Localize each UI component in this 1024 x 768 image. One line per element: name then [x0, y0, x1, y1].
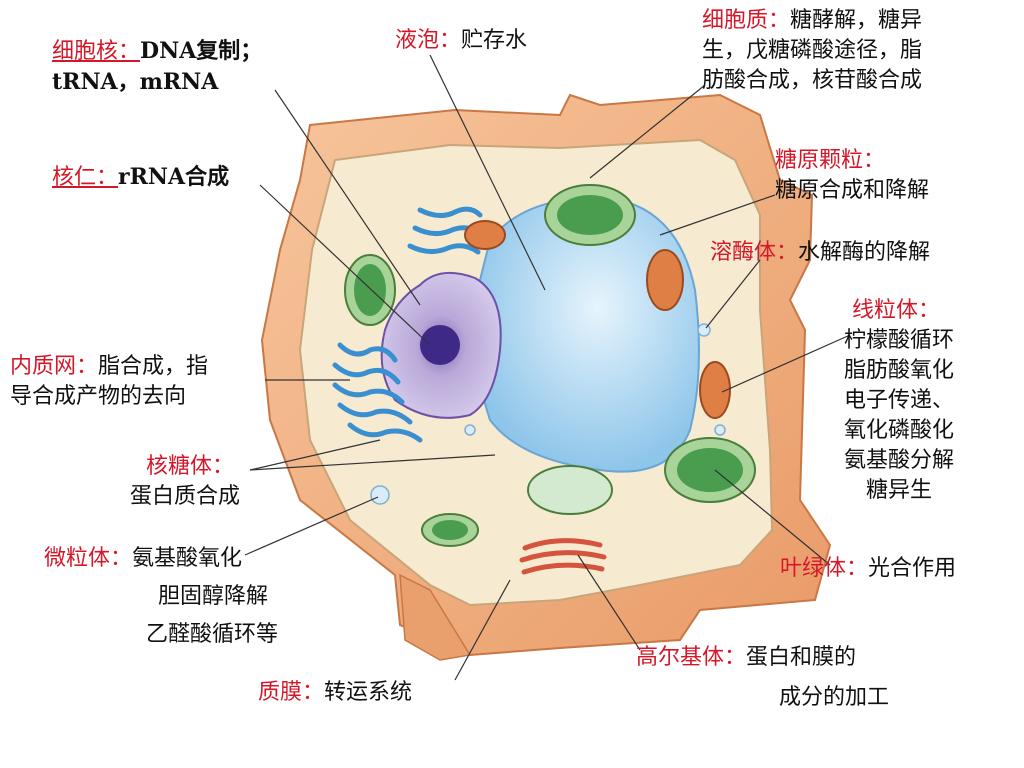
label-cytoplasm-line1: 糖酵解，糖异 — [790, 8, 923, 33]
label-nucleus-line2: tRNA，mRNA — [52, 69, 219, 95]
label-mitochondria-line: 糖异生 — [866, 478, 933, 503]
label-er-name: 内质网： — [10, 354, 99, 379]
label-chloroplast: 叶绿体：光合作用 — [780, 554, 956, 584]
label-mitochondria-name: 线粒体： — [852, 298, 941, 323]
label-nucleolus: 核仁：rRNA合成 — [52, 162, 229, 193]
label-glycogen-desc: 糖原合成和降解 — [775, 178, 930, 203]
label-ribosome-desc: 蛋白质合成 — [130, 484, 241, 509]
label-mitochondria-line: 脂肪酸氧化 — [844, 358, 955, 383]
label-vacuole: 液泡：贮存水 — [395, 26, 527, 56]
label-lysosome-name: 溶酶体： — [710, 240, 799, 265]
label-golgi-line1: 蛋白和膜的 — [746, 645, 857, 670]
label-cytoplasm-name: 细胞质： — [702, 8, 791, 33]
label-glycogen: 糖原颗粒： 糖原合成和降解 — [775, 146, 929, 206]
label-golgi-line2: 成分的加工 — [779, 685, 890, 710]
label-microbody-line: 乙醛酸循环等 — [146, 622, 279, 647]
label-nucleolus-name: 核仁： — [52, 165, 119, 190]
label-membrane: 质膜：转运系统 — [258, 678, 412, 708]
label-nucleus-line1: DNA复制； — [140, 38, 263, 64]
label-mitochondria-line: 柠檬酸循环 — [844, 328, 955, 353]
label-nucleus-name: 细胞核： — [52, 39, 141, 64]
label-vacuole-desc: 贮存水 — [461, 28, 528, 53]
label-nucleolus-desc: rRNA合成 — [118, 164, 230, 190]
label-er: 内质网：脂合成，指 导合成产物的去向 — [10, 352, 208, 412]
label-golgi-name: 高尔基体： — [636, 645, 747, 670]
label-nucleus: 细胞核：DNA复制； tRNA，mRNA — [52, 36, 262, 98]
label-golgi: 高尔基体：蛋白和膜的 成分的加工 — [636, 638, 889, 718]
nucleolus — [420, 325, 460, 365]
label-chloroplast-desc: 光合作用 — [868, 556, 957, 581]
label-chloroplast-name: 叶绿体： — [780, 556, 869, 581]
label-mitochondria: 线粒体： 柠檬酸循环 脂肪酸氧化 电子传递、 氧化磷酸化 氨基酸分解 糖异生 — [844, 296, 954, 506]
label-membrane-name: 质膜： — [258, 680, 325, 705]
label-vacuole-name: 液泡： — [395, 28, 462, 53]
mitochondria — [464, 220, 731, 419]
golgi-apparatus — [519, 538, 607, 575]
label-mitochondria-line: 电子传递、 — [844, 388, 955, 413]
label-cytoplasm-line2: 生，戊糖磷酸途径，脂 — [702, 38, 923, 63]
label-ribosome-name: 核糖体： — [146, 454, 235, 479]
label-ribosome: 核糖体： 蛋白质合成 — [130, 452, 240, 512]
label-lysosome-desc: 水解酶的降解 — [798, 240, 931, 265]
label-microbody-line: 氨基酸氧化 — [132, 546, 243, 571]
label-er-line2: 导合成产物的去向 — [10, 384, 187, 409]
label-lysosome: 溶酶体：水解酶的降解 — [710, 238, 930, 268]
label-membrane-desc: 转运系统 — [324, 680, 413, 705]
label-microbody-line: 胆固醇降解 — [158, 584, 269, 609]
pointer-lines — [244, 54, 851, 681]
label-cytoplasm-line3: 肪酸合成，核苷酸合成 — [702, 68, 923, 93]
label-mitochondria-line: 氨基酸分解 — [844, 448, 955, 473]
label-glycogen-name: 糖原颗粒： — [775, 148, 886, 173]
label-microbody-name: 微粒体： — [44, 546, 133, 571]
label-mitochondria-line: 氧化磷酸化 — [844, 418, 955, 443]
vesicles — [370, 323, 726, 505]
label-er-line1: 脂合成，指 — [98, 354, 209, 379]
label-microbody: 微粒体：氨基酸氧化 胆固醇降解 乙醛酸循环等 — [44, 540, 278, 654]
chloroplasts — [344, 184, 756, 547]
label-cytoplasm: 细胞质：糖酵解，糖异 生，戊糖磷酸途径，脂 肪酸合成，核苷酸合成 — [702, 6, 922, 96]
cell-wall-extension — [399, 573, 472, 661]
